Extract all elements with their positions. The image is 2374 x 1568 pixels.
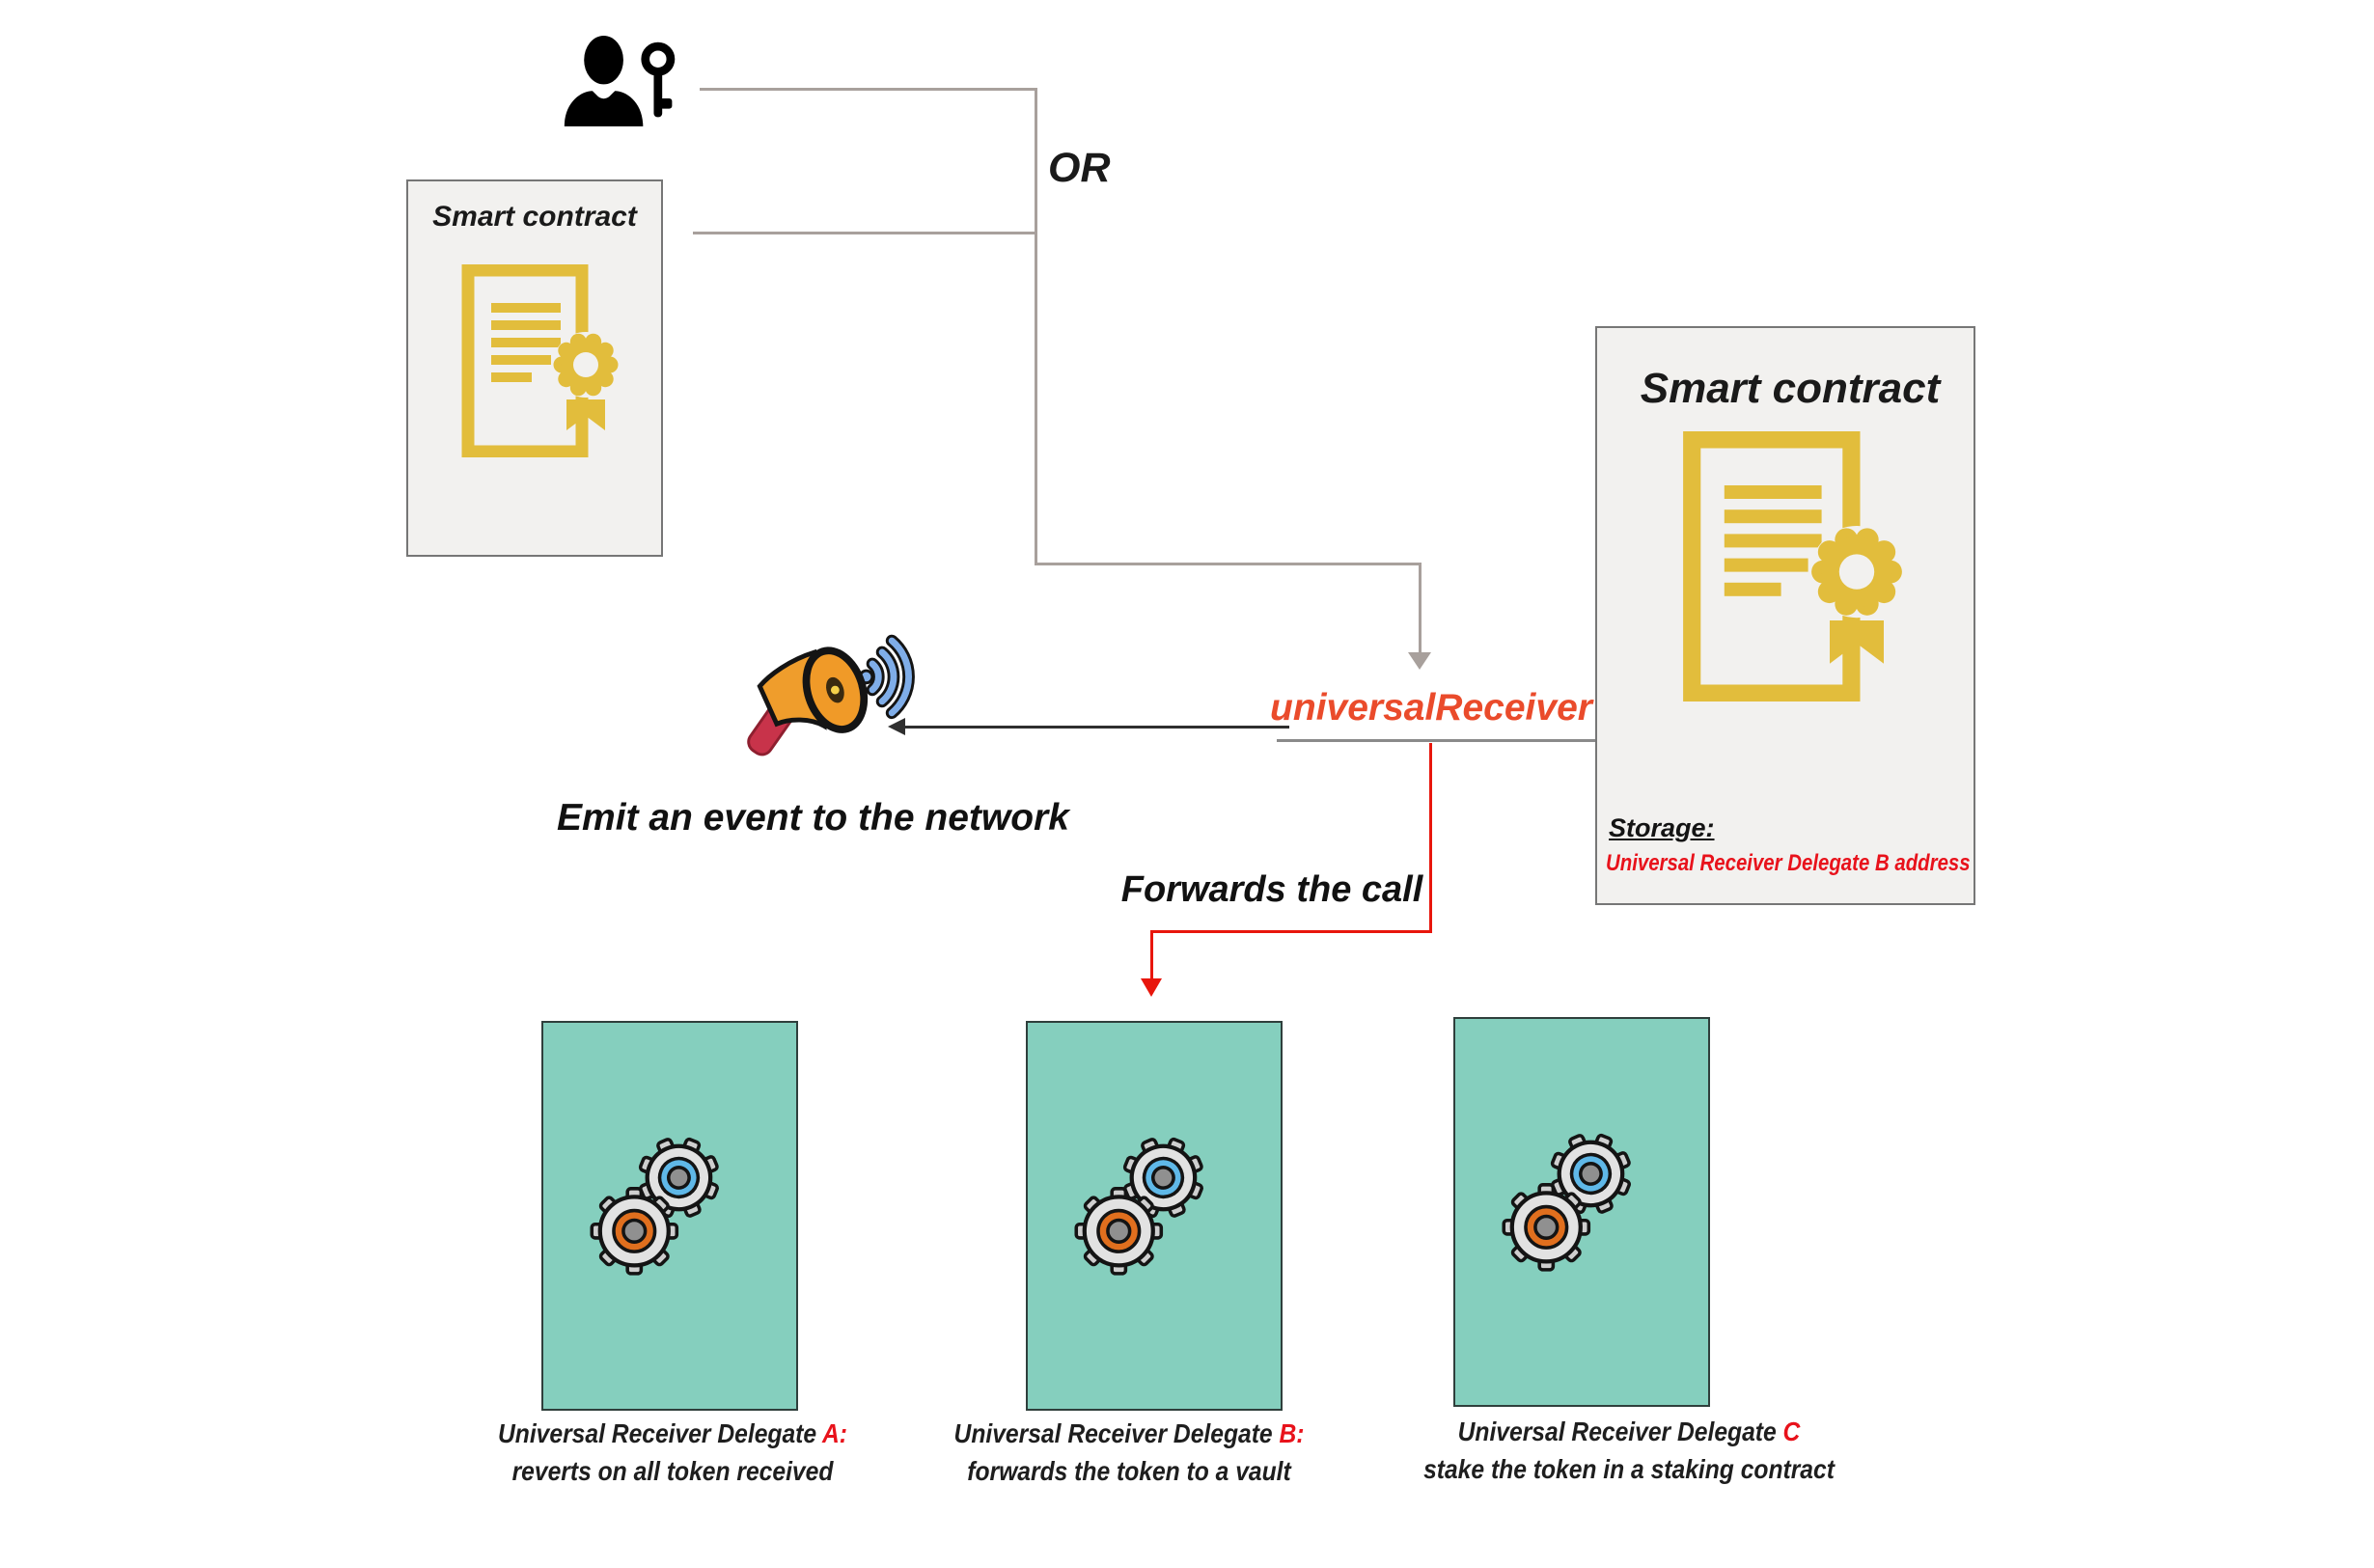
delegate-c-caption: Universal Receiver Delegate C stake the … <box>1395 1413 1863 1488</box>
connector-user-horizontal <box>700 88 1037 91</box>
connector-contract-horizontal <box>693 232 1037 234</box>
contract-certificate-icon <box>460 264 624 457</box>
universal-receiver-label: universalReceiver <box>1270 687 1592 729</box>
gears-icon <box>588 1135 725 1279</box>
delegate-c-title: Universal Receiver Delegate C <box>1457 1417 1801 1446</box>
connector-or-vertical <box>1035 88 1037 565</box>
delegate-c-description: stake the token in a staking contract <box>1423 1454 1835 1484</box>
left-smart-contract-title: Smart contract <box>432 201 637 233</box>
connector-elbow-vertical <box>1419 563 1422 652</box>
user-key-icon <box>560 35 683 128</box>
delegate-b-title: Universal Receiver Delegate B: <box>953 1418 1305 1448</box>
right-smart-contract-box <box>1595 326 1975 905</box>
connector-forward-vertical-1 <box>1429 743 1432 933</box>
storage-value: Universal Receiver Delegate B address <box>1606 850 1971 876</box>
right-smart-contract-title: Smart contract <box>1640 365 1941 412</box>
delegate-c-box <box>1453 1017 1710 1407</box>
connector-emit-line <box>904 726 1289 729</box>
arrowhead-down-gray <box>1408 652 1431 670</box>
gears-icon <box>1072 1135 1209 1279</box>
delegate-b-caption: Universal Receiver Delegate B: forwards … <box>930 1415 1328 1490</box>
universal-receiver-underline <box>1277 739 1595 742</box>
gears-icon <box>1500 1131 1637 1276</box>
contract-certificate-icon <box>1681 431 1911 701</box>
arrowhead-left-black <box>888 718 905 735</box>
delegate-a-box <box>541 1021 798 1411</box>
or-label: OR <box>1048 145 1111 191</box>
arrowhead-down-red <box>1141 978 1162 997</box>
delegate-a-description: reverts on all token received <box>511 1456 834 1486</box>
emit-event-label: Emit an event to the network <box>557 797 1069 839</box>
megaphone-icon <box>732 618 929 770</box>
delegate-a-title: Universal Receiver Delegate A: <box>497 1418 848 1448</box>
connector-forward-horizontal <box>1150 930 1432 933</box>
forwards-call-label: Forwards the call <box>1120 869 1423 910</box>
connector-forward-vertical-2 <box>1150 930 1153 982</box>
delegate-b-box <box>1026 1021 1283 1411</box>
storage-label: Storage: <box>1609 813 1715 842</box>
delegate-b-description: forwards the token to a vault <box>967 1456 1291 1486</box>
delegate-a-caption: Universal Receiver Delegate A: reverts o… <box>474 1415 870 1490</box>
connector-elbow-horizontal <box>1035 563 1422 565</box>
